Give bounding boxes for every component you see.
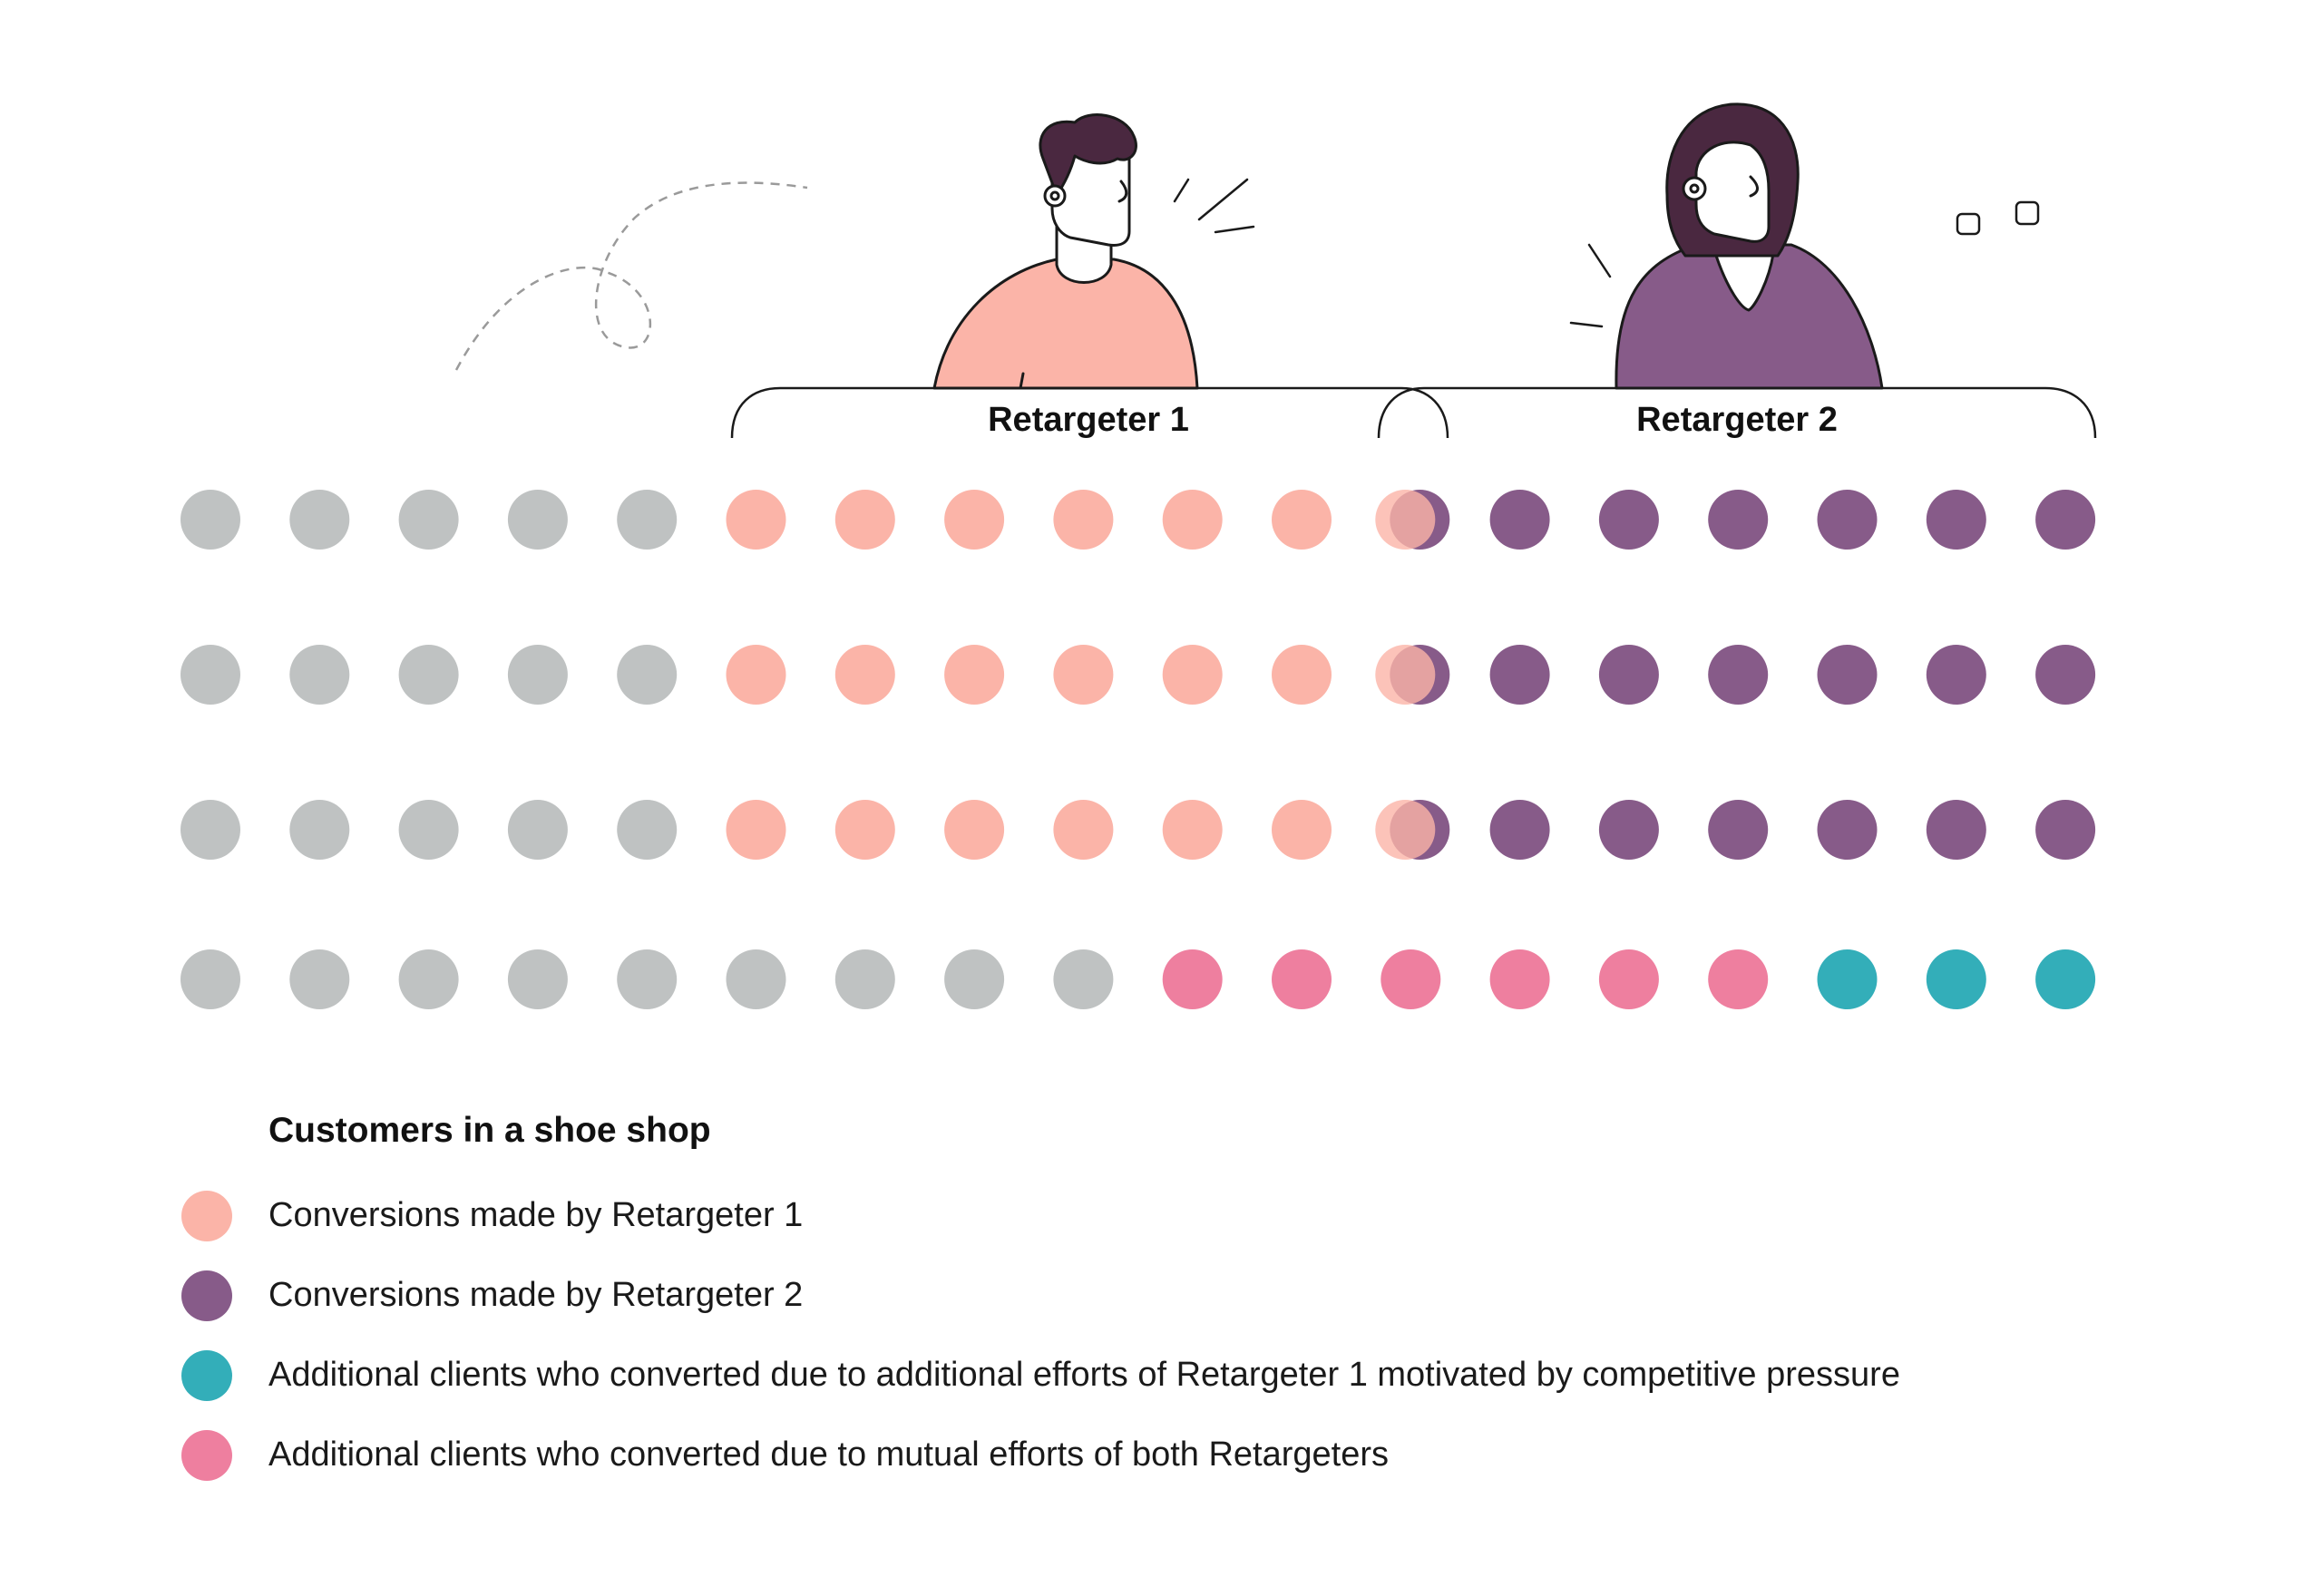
decorative-swirl	[454, 181, 808, 371]
dot-retargeter-2	[1489, 645, 1550, 705]
dot-baseline	[180, 490, 240, 550]
dot-retargeter-1	[834, 800, 895, 860]
dot-retargeter-1	[1053, 490, 1114, 550]
dot-overlap-retargeter-1	[1375, 645, 1436, 705]
dot-matrix	[180, 490, 2096, 1009]
dot-retargeter-2	[1926, 800, 1986, 860]
dot-baseline	[398, 645, 459, 705]
man-avatar-icon	[932, 113, 1255, 390]
dot-retargeter-2	[1817, 645, 1878, 705]
dot-baseline	[507, 490, 568, 550]
legend-label-competitive: Additional clients who converted due to …	[268, 1356, 1900, 1394]
dot-retargeter-1	[1053, 645, 1114, 705]
dot-retargeter-2	[2035, 645, 2096, 705]
dot-baseline	[507, 800, 568, 860]
dot-retargeter-2	[1817, 800, 1878, 860]
dot-retargeter-2	[2035, 490, 2096, 550]
dot-baseline	[289, 949, 350, 1009]
dot-baseline	[180, 949, 240, 1009]
legend-swatch-retargeter-1	[181, 1191, 232, 1241]
dot-overlap-retargeter-1	[1375, 800, 1436, 860]
dot-mutual	[1598, 949, 1659, 1009]
dot-competitive	[1926, 949, 1986, 1009]
dot-retargeter-2	[1926, 490, 1986, 550]
dot-retargeter-2	[1926, 645, 1986, 705]
dot-baseline	[726, 949, 786, 1009]
dot-retargeter-2	[1708, 800, 1769, 860]
legend-label-mutual: Additional clients who converted due to …	[268, 1435, 1390, 1474]
dot-retargeter-1	[1162, 490, 1223, 550]
dot-retargeter-1	[1272, 490, 1332, 550]
dot-baseline	[944, 949, 1005, 1009]
dot-retargeter-1	[1162, 800, 1223, 860]
dot-retargeter-1	[726, 800, 786, 860]
dot-baseline	[1053, 949, 1114, 1009]
woman-avatar-icon	[1569, 102, 2040, 390]
dot-mutual	[1381, 949, 1441, 1009]
dot-retargeter-1	[944, 490, 1005, 550]
dot-retargeter-2	[1598, 490, 1659, 550]
dot-baseline	[180, 645, 240, 705]
dot-retargeter-1	[834, 490, 895, 550]
dot-baseline	[289, 800, 350, 860]
dot-retargeter-2	[1817, 490, 1878, 550]
bracket-retargeter-1	[730, 386, 1449, 439]
dot-baseline	[398, 949, 459, 1009]
dot-mutual	[1489, 949, 1550, 1009]
dot-retargeter-1	[726, 645, 786, 705]
legend-label-retargeter-1: Conversions made by Retargeter 1	[268, 1196, 804, 1234]
dot-baseline	[507, 645, 568, 705]
dot-baseline	[617, 645, 678, 705]
dot-retargeter-2	[1489, 490, 1550, 550]
dot-mutual	[1708, 949, 1769, 1009]
dot-baseline	[180, 800, 240, 860]
dot-mutual	[1162, 949, 1223, 1009]
legend-swatch-competitive	[181, 1350, 232, 1401]
legend-swatch-retargeter-2	[181, 1270, 232, 1321]
bracket-label-retargeter-1: Retargeter 1	[988, 401, 1189, 439]
dot-retargeter-2	[1708, 490, 1769, 550]
dot-retargeter-1	[834, 645, 895, 705]
dot-retargeter-2	[1489, 800, 1550, 860]
dot-mutual	[1272, 949, 1332, 1009]
dot-competitive	[2035, 949, 2096, 1009]
dot-retargeter-1	[944, 800, 1005, 860]
dot-retargeter-1	[1272, 645, 1332, 705]
dot-retargeter-1	[1053, 800, 1114, 860]
dot-baseline	[398, 490, 459, 550]
dot-baseline	[617, 490, 678, 550]
dot-baseline	[834, 949, 895, 1009]
dot-retargeter-1	[726, 490, 786, 550]
dot-baseline	[617, 800, 678, 860]
dot-competitive	[1817, 949, 1878, 1009]
dot-baseline	[507, 949, 568, 1009]
dot-baseline	[617, 949, 678, 1009]
legend-swatch-mutual	[181, 1430, 232, 1481]
dot-baseline	[398, 800, 459, 860]
dot-retargeter-2	[2035, 800, 2096, 860]
dot-retargeter-1	[1272, 800, 1332, 860]
legend-title: Customers in a shoe shop	[268, 1111, 711, 1150]
dot-baseline	[289, 490, 350, 550]
dot-baseline	[289, 645, 350, 705]
dot-retargeter-2	[1708, 645, 1769, 705]
legend-label-retargeter-2: Conversions made by Retargeter 2	[268, 1276, 804, 1314]
bracket-label-retargeter-2: Retargeter 2	[1636, 401, 1838, 439]
dot-retargeter-2	[1598, 645, 1659, 705]
dot-overlap-retargeter-1	[1375, 490, 1436, 550]
dot-retargeter-2	[1598, 800, 1659, 860]
dot-retargeter-1	[1162, 645, 1223, 705]
dot-retargeter-1	[944, 645, 1005, 705]
bracket-retargeter-2	[1377, 386, 2097, 439]
